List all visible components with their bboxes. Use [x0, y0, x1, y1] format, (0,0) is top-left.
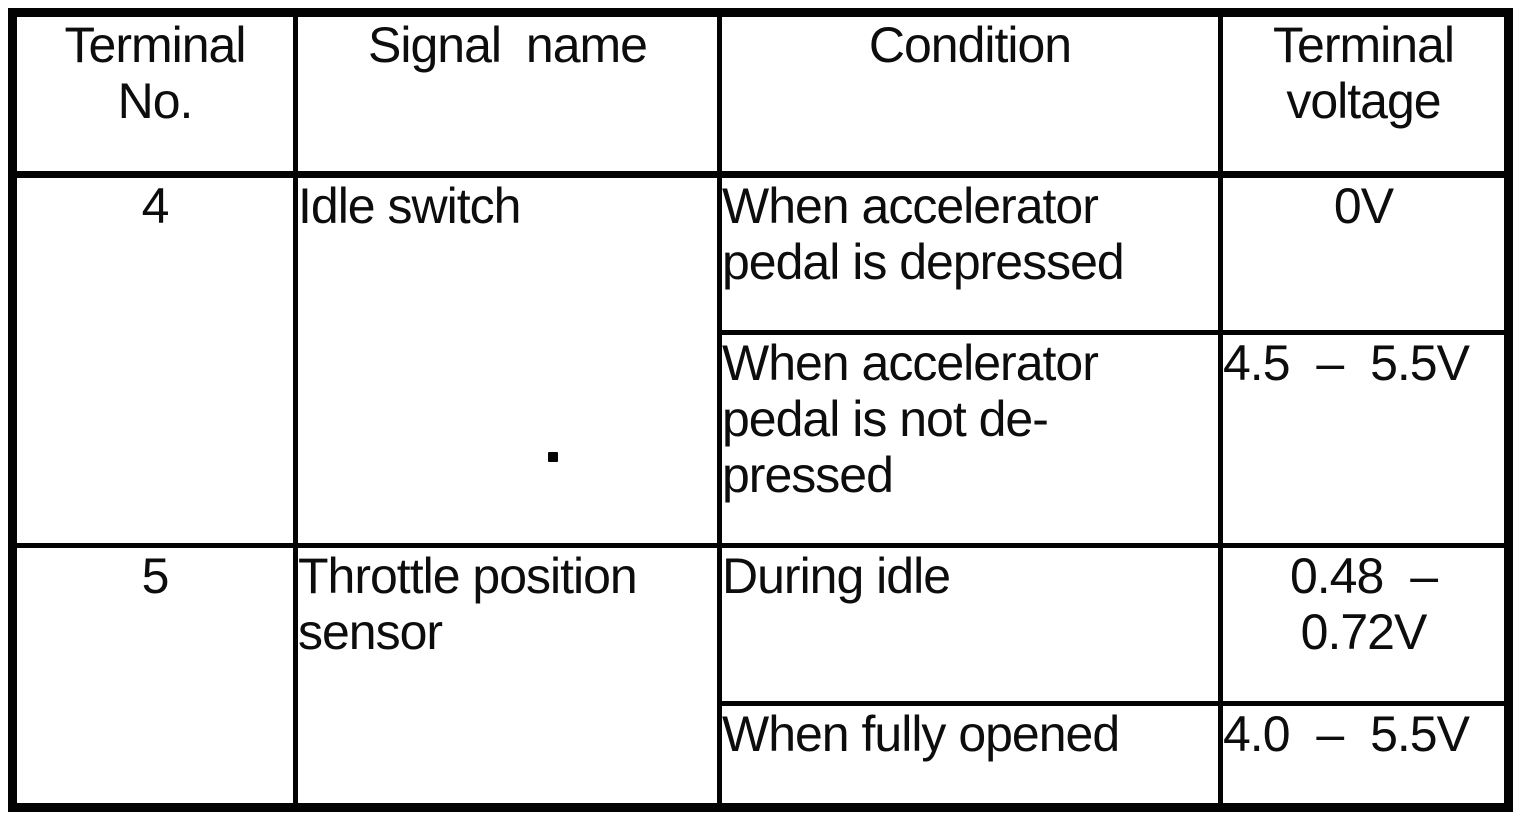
table-row: When accelerator pedal is not de-pressed…	[13, 330, 1511, 548]
signal-name-cell: Throttle position sensor	[293, 543, 722, 810]
table-row: When fully opened 4.0 – 5.5V	[13, 701, 1511, 810]
condition-cell: When fully opened	[717, 701, 1223, 810]
header-terminal-voltage-line2: voltage	[1286, 73, 1441, 129]
condition-cell: When accelerator pedal is not de-pressed	[717, 330, 1223, 548]
voltage-cell: 4.0 – 5.5V	[1218, 701, 1511, 810]
terminal-no-cell: 4	[10, 172, 298, 548]
voltage-cell: 4.5 – 5.5V	[1218, 330, 1511, 548]
terminal-no-cell: 5	[10, 543, 298, 810]
header-terminal-no-line1: Terminal	[64, 17, 247, 73]
voltage-cell: 0V	[1218, 172, 1511, 335]
header-terminal-voltage-line1: Terminal	[1273, 17, 1455, 73]
table-row: 4 Idle switch When accelerator pedal is …	[10, 172, 1511, 548]
condition-cell: During idle	[717, 543, 1223, 706]
voltage-cell: 0.48 – 0.72V	[1218, 543, 1511, 706]
table-row: 5 Throttle position sensor During idle 0…	[10, 543, 1511, 810]
signal-name-cell: Idle switch	[293, 172, 722, 548]
header-signal-name: Signal name	[293, 10, 722, 178]
terminal-voltage-table: Terminal No. Signal name Condition Termi…	[8, 8, 1513, 812]
header-row: Terminal No. Signal name Condition Termi…	[10, 10, 1511, 178]
header-terminal-voltage: Terminal voltage	[1218, 10, 1511, 178]
header-terminal-no: Terminal No.	[10, 10, 298, 178]
scan-artifact-dot	[548, 452, 558, 462]
condition-cell: When accelerator pedal is depressed	[717, 172, 1223, 335]
header-terminal-no-line2: No.	[117, 73, 194, 129]
header-condition: Condition	[717, 10, 1223, 178]
